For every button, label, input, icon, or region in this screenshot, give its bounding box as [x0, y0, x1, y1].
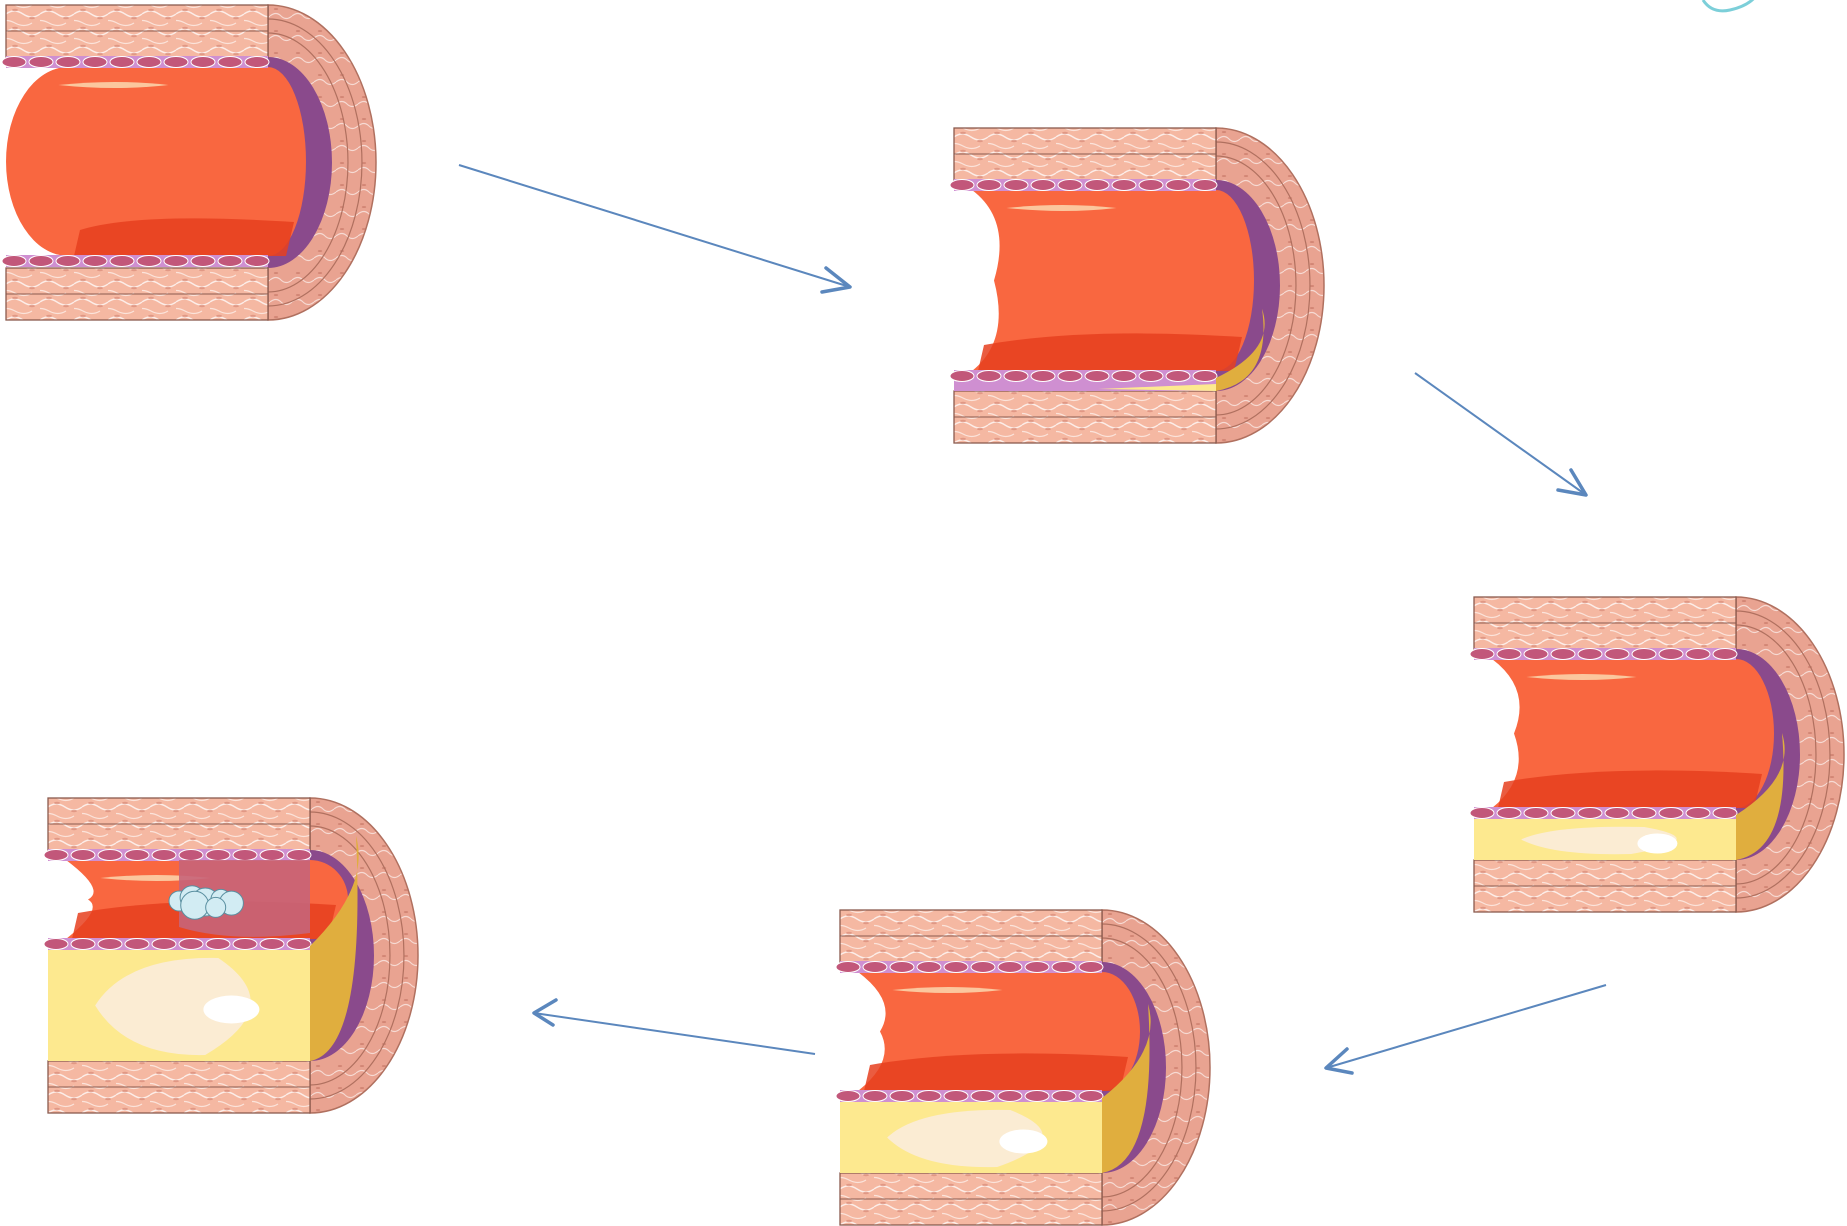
arrow-4: [534, 1000, 815, 1054]
decorative-curl: [1703, 0, 1756, 11]
vessel-lumen-shadow: [74, 218, 294, 256]
endothelium-bottom: [2, 255, 269, 267]
endothelium-top: [836, 961, 1103, 973]
endothelium-bottom: [836, 1090, 1103, 1102]
endothelium-top: [950, 179, 1217, 191]
vessel-fibrous-plaque: [1470, 597, 1844, 912]
vessel-healthy: [2, 5, 376, 320]
vessel-advanced-plaque: [836, 910, 1210, 1225]
thrombus: [169, 860, 310, 937]
endothelium-top: [1470, 648, 1737, 660]
plaque-necrotic-spot: [999, 1130, 1047, 1154]
plaque-necrotic-spot: [203, 996, 259, 1024]
endothelium-top: [2, 56, 269, 68]
vessel-ruptured-plaque: [44, 798, 418, 1113]
arrow-3: [1326, 985, 1606, 1073]
endothelium-bottom: [950, 370, 1217, 382]
endothelium-top: [44, 849, 311, 861]
endothelium-bottom: [44, 938, 311, 950]
platelet-cluster: [181, 891, 209, 919]
vessel-fatty-streak: [950, 128, 1324, 443]
arrow-2: [1415, 373, 1586, 495]
plaque-necrotic-spot: [1637, 834, 1677, 854]
endothelium-bottom: [1470, 807, 1737, 819]
platelet-cluster: [206, 897, 226, 917]
arrow-1: [459, 165, 850, 292]
